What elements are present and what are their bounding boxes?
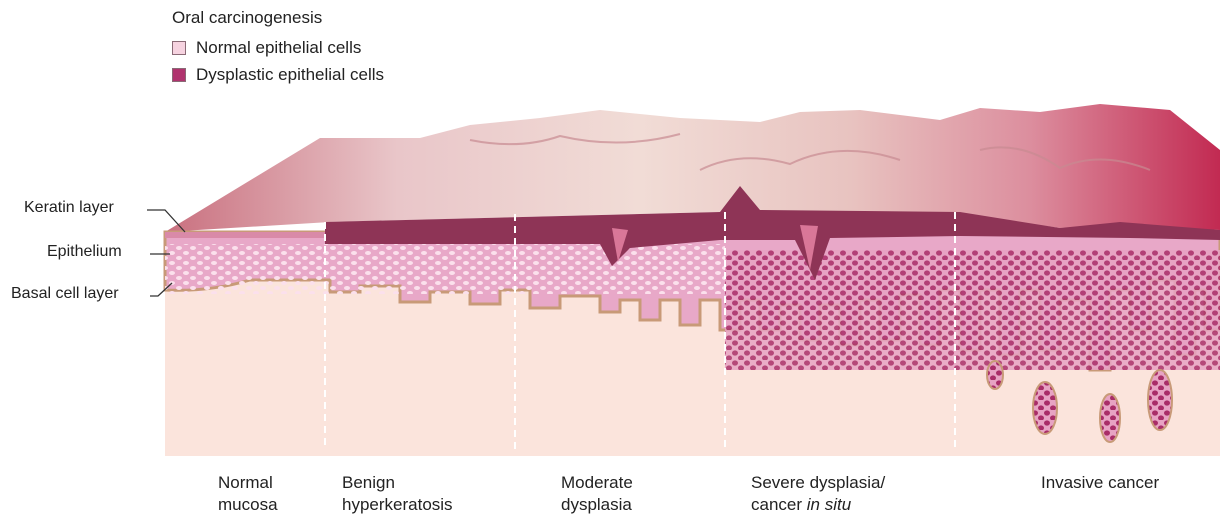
normal-keratin bbox=[165, 232, 325, 238]
stage-label-moderate-dysplasia: Moderate dysplasia bbox=[561, 472, 633, 516]
stage-label-line1: Benign bbox=[342, 473, 395, 492]
stage-label-benign-hyperkeratosis: Benign hyperkeratosis bbox=[342, 472, 453, 516]
invasive-island bbox=[1100, 394, 1120, 442]
stage-label-line2-prefix: cancer bbox=[751, 495, 807, 514]
stage-label-line1: Severe dysplasia/ bbox=[751, 473, 885, 492]
stage-label-normal-mucosa: Normal mucosa bbox=[218, 472, 278, 516]
stage-label-line1: Normal bbox=[218, 473, 273, 492]
stage-label-severe-dysplasia: Severe dysplasia/ cancer in situ bbox=[751, 472, 885, 516]
basal-cell-layer-label: Basal cell layer bbox=[11, 285, 119, 303]
invasive-island bbox=[1033, 382, 1057, 434]
stage-label-line1: Moderate bbox=[561, 473, 633, 492]
stage-label-line2: mucosa bbox=[218, 494, 278, 516]
stage-label-line2: hyperkeratosis bbox=[342, 494, 453, 516]
normal-cells-texture bbox=[165, 244, 725, 294]
stage-label-line1: Invasive cancer bbox=[1041, 473, 1159, 492]
keratin-layer-label: Keratin layer bbox=[24, 199, 114, 217]
dysplastic-cells-texture bbox=[725, 250, 1220, 370]
stage-label-invasive-cancer: Invasive cancer bbox=[1041, 472, 1159, 494]
stage-label-line2: cancer in situ bbox=[751, 494, 885, 516]
stage-label-line2: dysplasia bbox=[561, 494, 633, 516]
epithelium-label: Epithelium bbox=[47, 243, 122, 261]
invasive-island bbox=[987, 361, 1003, 389]
invasive-island bbox=[1148, 370, 1172, 430]
stage-label-line2-italic: in situ bbox=[807, 495, 851, 514]
